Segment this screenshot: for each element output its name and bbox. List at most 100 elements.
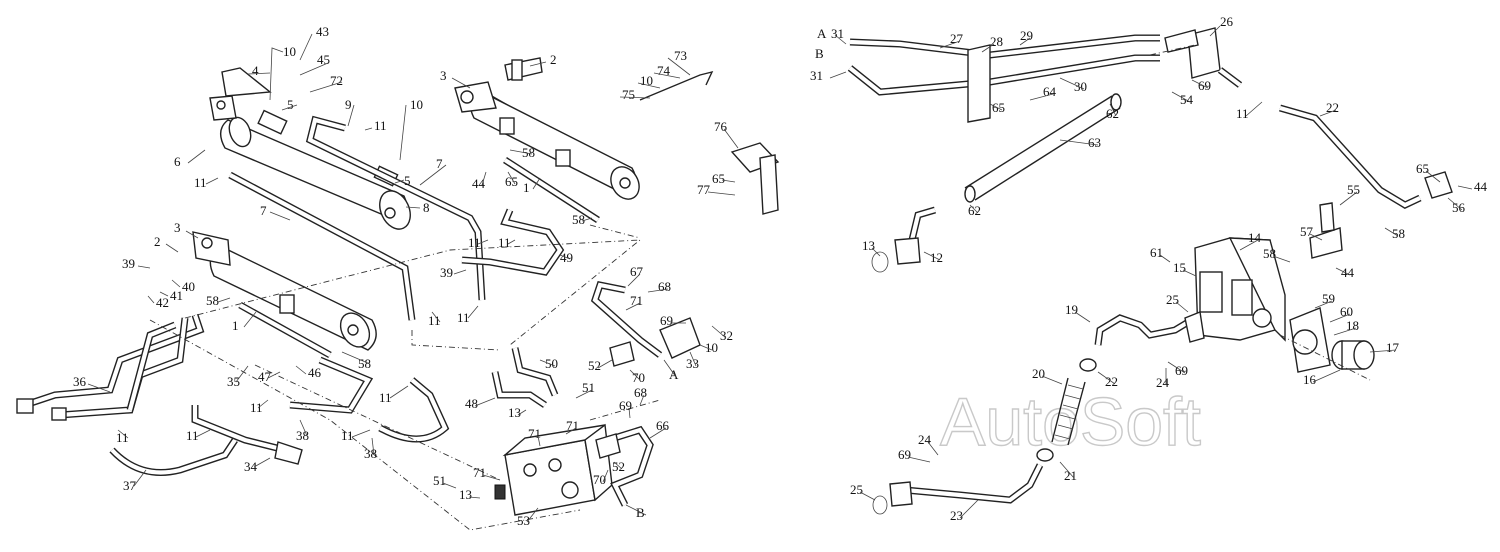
callout-72: 72 [330, 73, 343, 88]
callout-36: 36 [73, 374, 87, 389]
hose-48 [491, 371, 547, 408]
bracket-28 [967, 44, 991, 123]
callout-44: 44 [472, 176, 486, 191]
callout-59: 59 [1322, 291, 1335, 306]
callout-75: 75 [622, 87, 635, 102]
callout-13b: 13 [459, 487, 472, 502]
pipe-29-30 [847, 34, 1160, 96]
callout-77: 77 [697, 182, 711, 197]
callout-11e: 11 [186, 428, 199, 443]
callout-39: 39 [122, 256, 135, 271]
callout-13: 13 [508, 405, 521, 420]
mount-bracket-upper [504, 57, 543, 81]
pipe-23 [904, 463, 1044, 504]
callout-11-right: 11 [1236, 106, 1249, 121]
callout-44b: 44 [1474, 179, 1488, 194]
callout-58c: 58 [522, 145, 535, 160]
callout-69: 69 [660, 313, 673, 328]
callout-65-right: 65 [992, 100, 1005, 115]
callout-11i: 11 [428, 313, 441, 328]
callout-26: 26 [1220, 14, 1234, 29]
fitting-36 [16, 398, 34, 414]
callout-30: 30 [1074, 79, 1087, 94]
callout-63: 63 [1088, 135, 1101, 150]
callout-46: 46 [308, 365, 322, 380]
callout-5b: 5 [404, 173, 411, 188]
callout-3b: 3 [440, 68, 447, 83]
callout-65b: 65 [712, 171, 725, 186]
callout-23: 23 [950, 508, 963, 523]
callout-9: 9 [345, 97, 352, 112]
callout-31b: 31 [810, 68, 823, 83]
callout-38: 38 [296, 428, 309, 443]
callout-60: 60 [1340, 304, 1353, 319]
pump-body-14 [1194, 237, 1286, 342]
callout-48: 48 [465, 396, 478, 411]
callout-66: 66 [656, 418, 670, 433]
clamp-22 [1079, 358, 1097, 372]
callout-11j: 11 [457, 310, 470, 325]
callout-33: 33 [686, 356, 699, 371]
callout-1: 1 [232, 318, 239, 333]
callout-28: 28 [990, 34, 1003, 49]
callout-64: 64 [1043, 84, 1057, 99]
callout-57: 57 [1300, 224, 1314, 239]
callout-67: 67 [630, 264, 644, 279]
callout-71b: 71 [566, 418, 579, 433]
callout-35: 35 [227, 374, 240, 389]
fitting-57 [1309, 202, 1343, 259]
callout-1b: 1 [523, 180, 530, 195]
bracket-4 [221, 67, 272, 97]
callout-61: 61 [1150, 245, 1163, 260]
callout-52: 52 [588, 358, 601, 373]
flange-23 [889, 481, 913, 507]
callout-47: 47 [258, 369, 272, 384]
pipe-63 [964, 93, 1122, 203]
callout-8: 8 [423, 200, 430, 215]
callout-22: 22 [1326, 100, 1339, 115]
callout-12: 12 [930, 250, 943, 265]
callout-41: 41 [170, 288, 183, 303]
callout-37: 37 [123, 478, 137, 493]
callout-53: 53 [517, 513, 530, 528]
callout-17: 17 [1386, 340, 1400, 355]
callout-39b: 39 [440, 265, 453, 280]
callout-43: 43 [316, 24, 329, 39]
hose-37 [109, 438, 238, 476]
callout-11d: 11 [116, 430, 129, 445]
pipe-1-right [503, 157, 600, 223]
flange-18 [1289, 307, 1331, 373]
hose-67 [590, 280, 663, 358]
valve-block-53 [494, 423, 613, 516]
block-34 [274, 441, 303, 465]
callout-68b: 68 [634, 385, 647, 400]
callout-69b: 69 [619, 398, 632, 413]
flange-56 [1424, 171, 1453, 199]
callout-31: 31 [831, 26, 844, 41]
callout-58d: 58 [572, 212, 585, 227]
callout-73: 73 [674, 48, 687, 63]
pipe-22-upper [1279, 104, 1422, 209]
callout-13-right: 13 [862, 238, 875, 253]
callout-10: 10 [283, 44, 296, 59]
callout-50: 50 [545, 356, 558, 371]
callout-24b: 24 [918, 432, 932, 447]
hose-36-35 [23, 313, 205, 419]
bracket-73 [639, 70, 714, 101]
callout-69-right: 69 [1198, 78, 1211, 93]
callout-16: 16 [1303, 372, 1317, 387]
flange-52b [595, 433, 621, 459]
callout-2b: 2 [550, 52, 557, 67]
callout-A-right: A [817, 26, 827, 41]
assembly-guide-lines-left [149, 224, 661, 531]
callout-38b: 38 [364, 446, 377, 461]
callout-40: 40 [182, 279, 195, 294]
callout-18: 18 [1346, 318, 1359, 333]
callout-76: 76 [714, 119, 728, 134]
callout-11k: 11 [498, 235, 511, 250]
pipe-7 [228, 171, 416, 321]
gasket-25-lower [872, 495, 888, 515]
watermark-text: AutoSoft [940, 384, 1201, 460]
flange-19 [1184, 311, 1205, 343]
